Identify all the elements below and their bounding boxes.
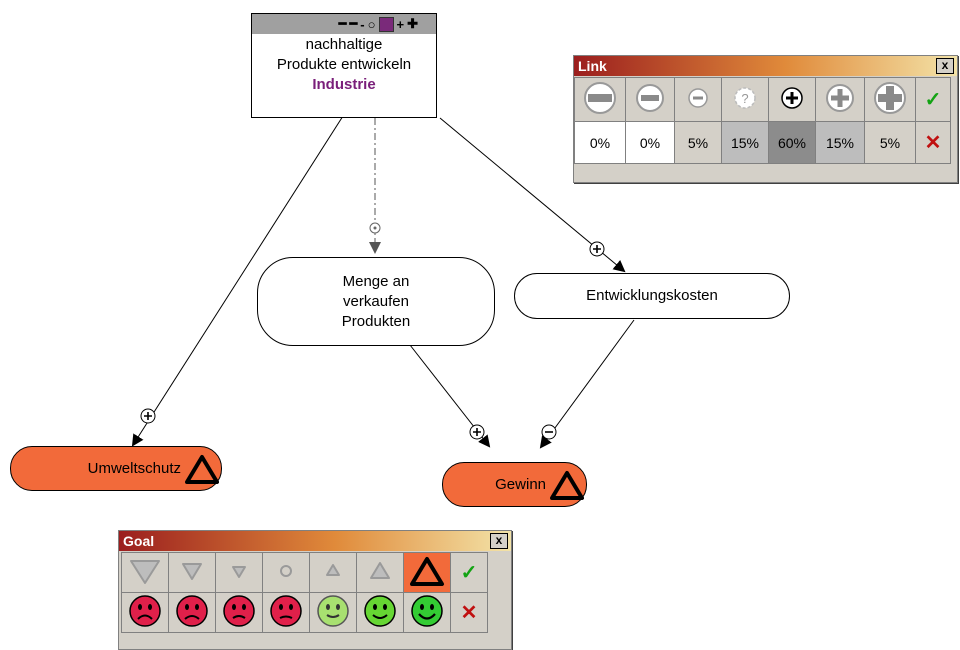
cancel-button[interactable]: ✕: [450, 592, 488, 633]
plus-sign-icon: [469, 424, 485, 440]
link-panel-title: Link: [578, 58, 607, 74]
top-node[interactable]: ━ ━ - ○ + ✚ nachhaltige Produkte entwick…: [251, 13, 437, 118]
link-panel-titlebar[interactable]: Link x: [574, 56, 957, 76]
plus-icon: [826, 84, 854, 112]
goal-panel-titlebar[interactable]: Goal x: [119, 531, 511, 551]
probability-cell: 0%: [574, 121, 626, 164]
check-icon: ✓: [460, 562, 478, 584]
link-weak-positive-button[interactable]: [768, 77, 816, 122]
probability-cell: 15%: [815, 121, 865, 164]
unhappy-face-cell: [215, 592, 263, 633]
scale-slightly-low[interactable]: -: [360, 16, 365, 32]
check-icon: ✓: [924, 89, 942, 111]
node-label-line2: Produkte entwickeln: [276, 56, 412, 73]
ok-button[interactable]: ✓: [915, 77, 951, 122]
slightly-unhappy-face-cell: [262, 592, 310, 633]
plus-sign-icon: [589, 241, 605, 257]
cross-icon: ✕: [460, 602, 478, 624]
probability-cell-selected: 60%: [768, 121, 816, 164]
scale-low[interactable]: ━: [349, 16, 358, 31]
node-label: Gewinn: [495, 476, 546, 493]
very-unhappy-face-icon: [129, 595, 161, 627]
link-unknown-button[interactable]: ?: [721, 77, 769, 122]
goal-decrease-button[interactable]: [168, 552, 216, 593]
probability-cell: 0%: [625, 121, 675, 164]
probability-cell: 5%: [864, 121, 916, 164]
link-top-umweltschutz[interactable]: [131, 115, 344, 447]
very-happy-face-cell: [403, 592, 451, 633]
happy-face-icon: [364, 595, 396, 627]
unhappy-face-icon: [176, 595, 208, 627]
cross-icon: ✕: [924, 132, 942, 154]
goal-node-umweltschutz[interactable]: Umweltschutz: [10, 446, 222, 491]
plus-sign-icon: [140, 408, 156, 424]
happy-face-cell: [356, 592, 404, 633]
goal-strong-decrease-button[interactable]: [121, 552, 169, 593]
node-category: Industrie: [312, 76, 376, 93]
slightly-happy-face-cell: [309, 592, 357, 633]
close-button[interactable]: x: [936, 58, 954, 74]
circle-icon: [280, 565, 292, 577]
goal-neutral-button[interactable]: [262, 552, 310, 593]
very-happy-face-icon: [411, 595, 443, 627]
up-triangle-large-icon: [410, 557, 444, 586]
probability-cell: 5%: [674, 121, 722, 164]
goal-panel-title: Goal: [123, 533, 155, 549]
down-triangle-small-icon: [232, 566, 246, 578]
goal-increase-button[interactable]: [356, 552, 404, 593]
node-label-line2: verkaufen: [343, 292, 409, 310]
probability-cell: 15%: [721, 121, 769, 164]
up-triangle-icon: [370, 562, 390, 579]
unhappy-face-icon: [223, 595, 255, 627]
scale-neutral[interactable]: ○: [367, 16, 376, 32]
link-entwicklungskosten-gewinn[interactable]: [539, 319, 635, 449]
goal-strong-increase-button[interactable]: [403, 552, 451, 593]
link-weak-negative-button[interactable]: [674, 77, 722, 122]
goal-panel: Goal x ✓: [118, 530, 512, 650]
slightly-unhappy-face-icon: [270, 595, 302, 627]
node-label-line3: Produkten: [341, 312, 411, 330]
close-button[interactable]: x: [490, 533, 508, 549]
minus-sign-icon: [541, 424, 557, 440]
node-menge[interactable]: Menge an verkaufen Produkten: [257, 257, 495, 346]
question-mark-icon: ?: [734, 87, 756, 109]
ok-button[interactable]: ✓: [450, 552, 488, 593]
weak-minus-icon: [688, 88, 708, 108]
strong-minus-icon: [584, 82, 616, 114]
node-label: Umweltschutz: [87, 460, 181, 477]
node-entwicklungskosten[interactable]: Entwicklungskosten: [514, 273, 790, 319]
up-triangle-small-icon: [326, 564, 340, 576]
node-label-line1: nachhaltige: [305, 36, 383, 53]
svg-text:?: ?: [741, 91, 748, 106]
slightly-happy-face-icon: [317, 595, 349, 627]
scale-very-low[interactable]: ━: [338, 16, 347, 31]
down-triangle-large-icon: [130, 560, 160, 584]
strong-plus-icon: [874, 82, 906, 114]
scale-very-high[interactable]: ✚: [407, 16, 418, 31]
node-label-line1: Menge an: [342, 272, 410, 290]
weak-plus-icon: [781, 87, 803, 109]
link-strong-positive-button[interactable]: [864, 77, 916, 122]
goal-node-gewinn[interactable]: Gewinn: [442, 462, 587, 507]
link-negative-button[interactable]: [625, 77, 675, 122]
unknown-sign-icon: [369, 222, 381, 234]
increase-triangle-icon: [550, 470, 584, 500]
link-strong-negative-button[interactable]: [574, 77, 626, 122]
down-triangle-icon: [182, 563, 202, 580]
cancel-button[interactable]: ✕: [915, 121, 951, 164]
scale-high[interactable]: +: [396, 16, 405, 32]
increase-triangle-icon: [185, 454, 219, 484]
very-unhappy-face-cell: [121, 592, 169, 633]
unhappy-face-cell: [168, 592, 216, 633]
link-positive-button[interactable]: [815, 77, 865, 122]
importance-scale[interactable]: ━ ━ - ○ + ✚: [252, 14, 436, 34]
goal-slight-decrease-button[interactable]: [215, 552, 263, 593]
scale-selected-marker[interactable]: [378, 16, 394, 32]
minus-icon: [636, 84, 664, 112]
goal-slight-increase-button[interactable]: [309, 552, 357, 593]
node-label: Entwicklungskosten: [586, 287, 718, 304]
link-panel: Link x ? ✓: [573, 55, 958, 183]
